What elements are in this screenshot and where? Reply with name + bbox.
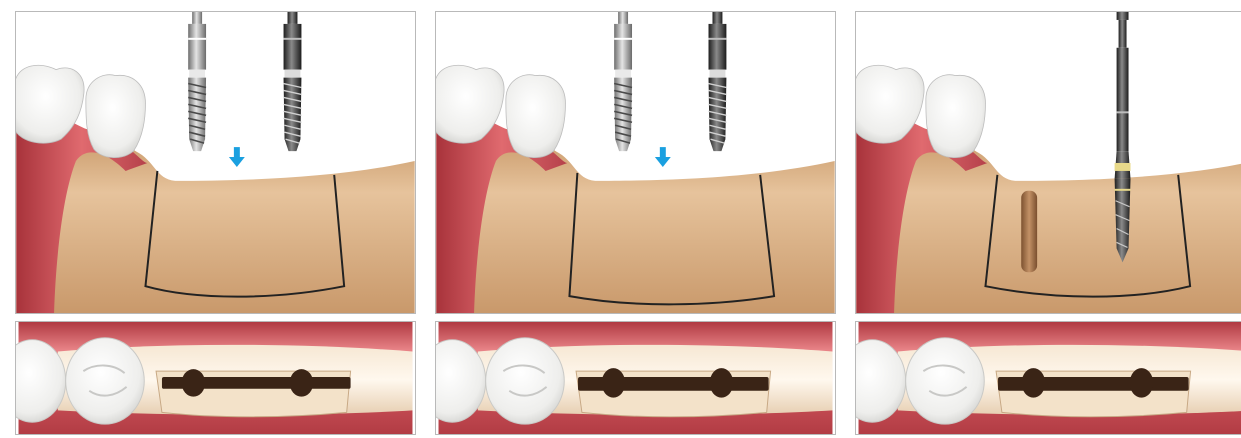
down-arrow-icon: [655, 147, 671, 167]
panel-2-cross-section: [435, 11, 836, 314]
panel-1-occlusal: [15, 321, 416, 435]
panel-3-illustration: [856, 12, 1241, 313]
drill-icon: [1115, 12, 1131, 262]
panel-3-occlusal: [855, 321, 1241, 435]
premolar-tooth: [926, 75, 986, 158]
panel-3-occlusal-illustration: [856, 322, 1241, 434]
down-arrow-icon: [229, 147, 245, 167]
tooth-occlusal: [906, 338, 985, 424]
guide-pin: [1021, 191, 1037, 272]
premolar-tooth: [86, 75, 146, 158]
implant-dark: [284, 12, 302, 151]
premolar-tooth: [506, 75, 566, 158]
panel-2-illustration: [436, 12, 835, 313]
implant-silver: [614, 12, 632, 151]
panel-1-occlusal-illustration: [16, 322, 415, 434]
panel-1-illustration: [16, 12, 415, 313]
panel-1-cross-section: [15, 11, 416, 314]
tooth-occlusal: [486, 338, 565, 424]
tooth-occlusal: [66, 338, 145, 424]
panel-2-occlusal-illustration: [436, 322, 835, 434]
implant-silver: [188, 12, 206, 151]
implant-dark: [709, 12, 727, 151]
panel-3-cross-section: [855, 11, 1241, 314]
panel-2-occlusal: [435, 321, 836, 435]
